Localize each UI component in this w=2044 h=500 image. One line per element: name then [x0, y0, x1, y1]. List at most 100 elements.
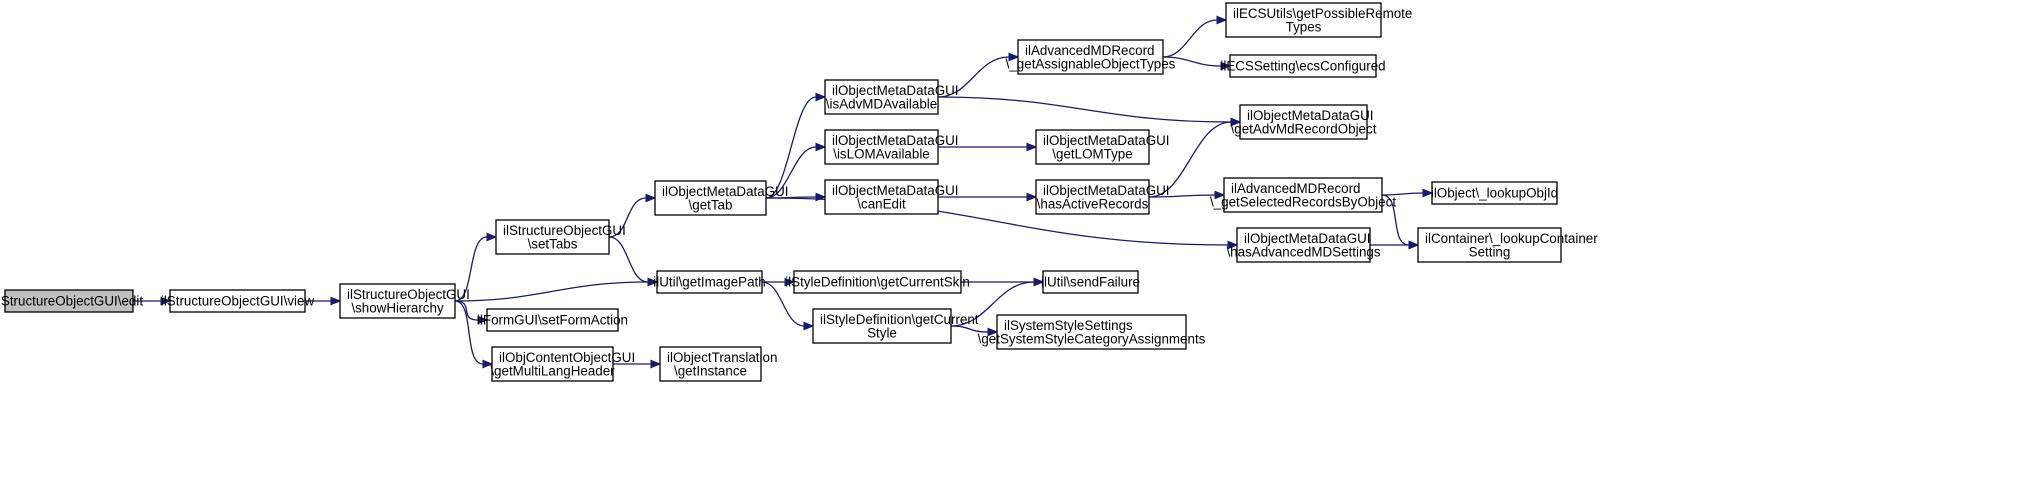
arrowhead-view [160, 296, 172, 306]
node-get-image-path[interactable]: ilUtil\getImagePath [653, 270, 766, 294]
arrowhead-get-lomtype [1026, 142, 1038, 152]
node-box [656, 270, 763, 294]
node-label: ilStyleDefinition\getCurrentSkin [785, 275, 970, 290]
node-ecs-configured[interactable]: ilECSSetting\ecsConfigured [1220, 54, 1386, 78]
arrowhead-ecs-configured [1220, 61, 1232, 71]
node-label: \isAdvMDAvailable [826, 96, 937, 111]
arrowhead-get-instance [650, 359, 662, 369]
node-box [491, 346, 614, 382]
node-box [824, 129, 939, 165]
edges-layer [132, 15, 1434, 369]
arrowhead-get-current-style [803, 321, 815, 331]
node-box [486, 308, 619, 332]
node-box [1035, 129, 1150, 165]
node-label: ilECSSetting\ecsConfigured [1220, 59, 1385, 74]
arrowhead-set-tabs [486, 232, 498, 242]
node-has-advanced-mdsettings[interactable]: ilObjectMetaDataGUI\hasAdvancedMDSetting… [1226, 227, 1381, 263]
node-edit[interactable]: ilStructureObjectGUI\edit [0, 289, 143, 313]
node-get-tab[interactable]: ilObjectMetaDataGUI\getTab [654, 180, 789, 216]
node-label: ilAdvancedMDRecord [1025, 43, 1155, 58]
node-get-selected-records-by-object[interactable]: ilAdvancedMDRecord\_getSelectedRecordsBy… [1210, 177, 1396, 213]
node-is-lomavailable[interactable]: ilObjectMetaDataGUI\isLOMAvailable [824, 129, 959, 165]
node-label: ilObjectMetaDataGUI [832, 133, 959, 148]
node-box [1431, 181, 1558, 205]
edge-get-tab-to-is-lomavailable [765, 146, 817, 199]
node-label: \setTabs [528, 236, 578, 251]
node-label: ilObjectTranslation [667, 350, 777, 365]
node-box [1042, 270, 1139, 294]
node-lookup-obj-id[interactable]: ilObject\_lookupObjId [1431, 181, 1558, 205]
node-has-active-records[interactable]: ilObjectMetaDataGUI\hasActiveRecords [1035, 179, 1170, 215]
node-label: ilFormGUI\setFormAction [477, 313, 628, 328]
node-label: ilStructureObjectGUI [347, 287, 470, 302]
node-box [659, 346, 762, 382]
node-label: ilAdvancedMDRecord [1231, 181, 1361, 196]
node-label: ilObjectMetaDataGUI [832, 83, 959, 98]
node-box [1236, 227, 1371, 263]
edge-get-tab-to-is-adv-mdavailable [765, 96, 817, 199]
node-get-lomtype[interactable]: ilObjectMetaDataGUI\getLOMType [1035, 129, 1170, 165]
edge-set-tabs-to-get-image-path [608, 236, 649, 283]
node-label: Types [1286, 19, 1322, 34]
nodes-layer: ilStructureObjectGUI\edit ilStructureObje… [0, 2, 1598, 382]
node-label: Style [867, 325, 897, 340]
node-box [1229, 54, 1377, 78]
node-label: ilObjectMetaDataGUI [832, 183, 959, 198]
node-box [812, 308, 952, 344]
arrowhead-get-multi-lang-header [482, 359, 494, 369]
node-set-form-action[interactable]: ilFormGUI\setFormAction [477, 308, 628, 332]
node-get-assignable-object-types[interactable]: ilAdvancedMDRecord\_getAssignableObjectT… [1006, 39, 1176, 75]
node-label: \getMultiLangHeader [490, 363, 615, 378]
node-label: ilUtil\sendFailure [1041, 275, 1140, 290]
node-send-failure[interactable]: ilUtil\sendFailure [1041, 270, 1140, 294]
arrowhead-get-image-path [647, 277, 659, 287]
node-box [1223, 177, 1383, 213]
node-get-instance[interactable]: ilObjectTranslation\getInstance [659, 346, 777, 382]
edge-is-adv-mdavailable-to-get-adv-md-record-object [937, 96, 1232, 123]
node-get-multi-lang-header[interactable]: ilObjContentObjectGUI\getMultiLangHeader [490, 346, 635, 382]
node-box [1239, 104, 1368, 140]
node-view[interactable]: ilStructureObjectGUI\view [161, 289, 315, 313]
arrowhead-get-selected-records-by-object [1214, 190, 1226, 200]
node-box [654, 180, 767, 216]
edge-get-selected-records-by-object-to-lookup-container-setting [1381, 194, 1410, 246]
arrowhead-lookup-obj-id [1422, 188, 1434, 198]
node-label: ilStructureObjectGUI\view [161, 294, 315, 309]
node-label: ilObjContentObjectGUI [499, 350, 635, 365]
node-get-system-style-category-assignments[interactable]: ilSystemStyleSettings\getSystemStyleCate… [978, 314, 1206, 350]
node-label: \hasAdvancedMDSettings [1226, 244, 1380, 259]
node-can-edit[interactable]: ilObjectMetaDataGUI\canEdit [824, 179, 959, 215]
node-label: \_getAssignableObjectTypes [1006, 56, 1176, 71]
arrowhead-send-failure [1033, 277, 1045, 287]
arrowhead-has-advanced-mdsettings [1227, 240, 1239, 250]
edge-has-active-records-to-get-selected-records-by-object [1148, 194, 1216, 198]
node-box [824, 79, 939, 115]
node-label: \getTab [689, 197, 733, 212]
arrowhead-get-possible-remote-types [1216, 15, 1228, 25]
node-box [339, 283, 456, 319]
edge-show-hierarchy-to-get-multi-lang-header [454, 300, 484, 365]
node-label: \getSystemStyleCategoryAssignments [978, 331, 1206, 346]
node-box [793, 270, 962, 294]
node-box [1035, 179, 1150, 215]
node-box [495, 219, 610, 255]
arrowhead-get-system-style-category-assignments [987, 327, 999, 337]
node-set-tabs[interactable]: ilStructureObjectGUI\setTabs [495, 219, 626, 255]
node-label: ilObject\_lookupObjId [1431, 186, 1558, 201]
edge-get-assignable-object-types-to-get-possible-remote-types [1162, 19, 1218, 58]
arrowhead-get-assignable-object-types [1008, 52, 1020, 62]
node-box [1017, 39, 1164, 75]
node-label: \getInstance [674, 363, 747, 378]
node-label: ilObjectMetaDataGUI [1043, 133, 1170, 148]
arrowhead-get-current-skin [784, 277, 796, 287]
node-get-current-skin[interactable]: ilStyleDefinition\getCurrentSkin [785, 270, 970, 294]
node-get-adv-md-record-object[interactable]: ilObjectMetaDataGUI\getAdvMdRecordObject [1231, 104, 1377, 140]
node-show-hierarchy[interactable]: ilStructureObjectGUI\showHierarchy [339, 283, 470, 319]
node-is-adv-mdavailable[interactable]: ilObjectMetaDataGUI\isAdvMDAvailable [824, 79, 959, 115]
edge-get-assignable-object-types-to-ecs-configured [1162, 56, 1222, 67]
node-label: \showHierarchy [351, 300, 444, 315]
node-label: ilStructureObjectGUI [503, 223, 626, 238]
